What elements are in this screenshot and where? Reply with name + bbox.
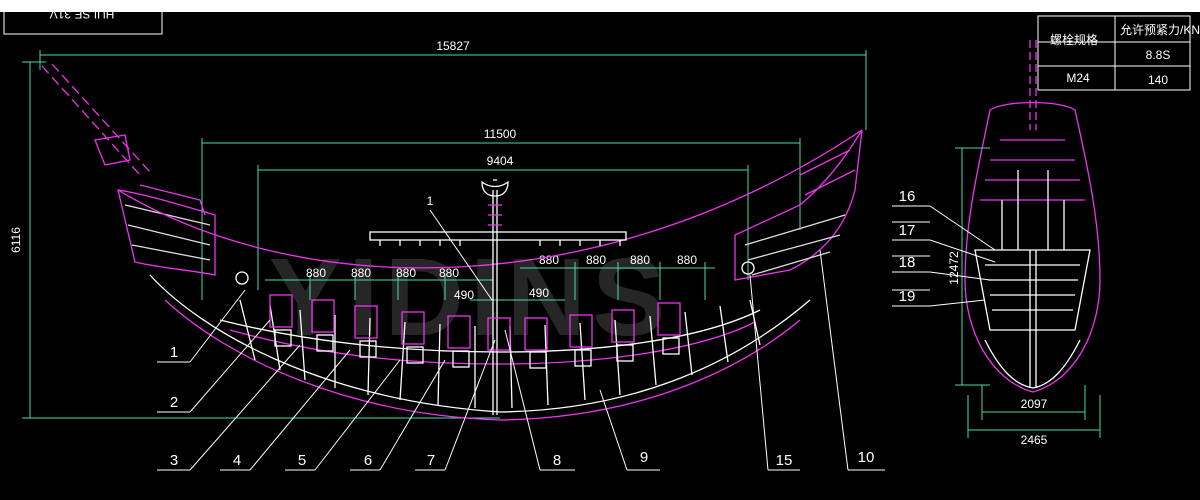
callout-3: 3	[170, 452, 178, 469]
callout-5: 5	[298, 452, 306, 469]
table-row2-right: 140	[1148, 73, 1168, 87]
dim-front-inner-width: 2097	[1021, 397, 1048, 411]
dim-spacing-7: 880	[630, 253, 650, 267]
dim-half-spacing-right: 490	[529, 286, 549, 300]
header-box-text: HULSE 31V	[50, 7, 115, 21]
callout-18: 18	[899, 254, 916, 271]
callout-2: 2	[170, 394, 178, 411]
dim-overall-length: 15827	[436, 39, 470, 53]
table-row1-right: 8.8S	[1146, 48, 1171, 62]
dim-spacing-3: 880	[396, 266, 416, 280]
callout-9: 9	[640, 449, 648, 466]
dim-inner-length: 9404	[487, 154, 514, 168]
dim-deck-length: 11500	[484, 127, 517, 141]
callout-4: 4	[233, 452, 241, 469]
dim-front-height: 12472	[947, 251, 961, 285]
dim-spacing-2: 880	[351, 266, 371, 280]
table-row2-left: M24	[1066, 71, 1090, 85]
callout-leaders	[157, 209, 885, 471]
header-box: HULSE 31V	[3, 0, 163, 35]
dim-spacing-4: 880	[439, 266, 459, 280]
bolt-table: 螺栓规格 允许预紧力/KN 8.8S M24 140	[1037, 15, 1200, 91]
callout-8: 8	[553, 452, 561, 469]
callout-19: 19	[899, 288, 916, 305]
callout-1: 1	[170, 344, 178, 361]
callout-15: 15	[776, 452, 793, 469]
dim-spacing-8: 880	[677, 253, 697, 267]
callout-16: 16	[899, 188, 916, 205]
dim-spacing-6: 880	[586, 253, 606, 267]
dimension-lines	[22, 50, 867, 419]
front-dimension-lines	[955, 147, 1101, 438]
front-callout-leaders	[892, 205, 996, 307]
callout-6: 6	[364, 452, 372, 469]
dim-overall-height: 6116	[9, 227, 23, 253]
dim-front-outer-width: 2465	[1021, 433, 1048, 447]
dim-spacing-1: 880	[306, 266, 326, 280]
callout-17: 17	[899, 222, 916, 239]
dim-half-spacing-left: 490	[454, 288, 474, 302]
mast-marker: 1	[427, 194, 434, 208]
table-header-left: 螺栓规格	[1050, 32, 1098, 47]
top-white-strip	[0, 0, 1200, 12]
table-header-right: 允许预紧力/KN	[1120, 22, 1200, 37]
ship-front-view	[964, 40, 1101, 393]
callout-10: 10	[858, 449, 875, 466]
callout-7: 7	[427, 452, 435, 469]
